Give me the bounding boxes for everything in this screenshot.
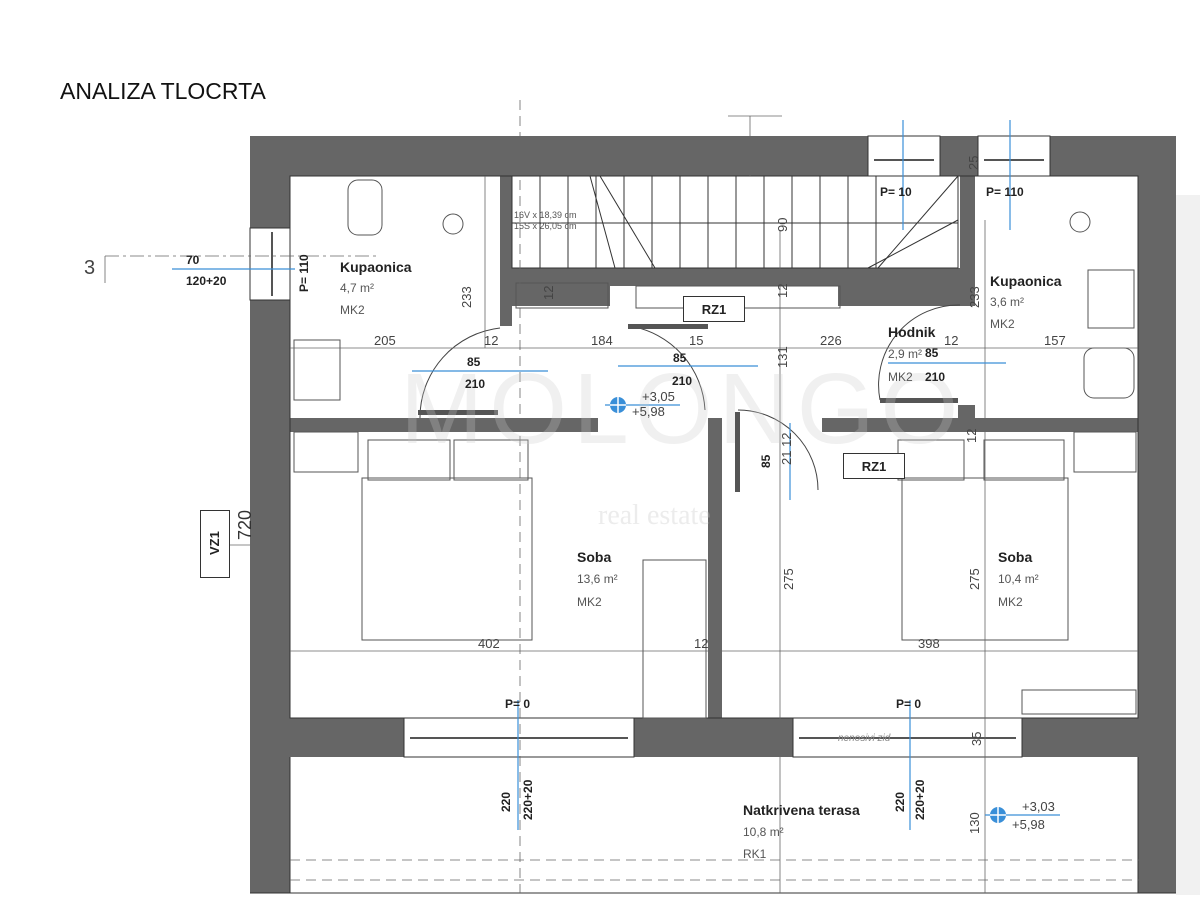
level-bottom: +5,98 bbox=[632, 404, 665, 419]
dimension: 12 bbox=[694, 636, 709, 651]
door-height: 210 bbox=[925, 370, 946, 384]
room-code: MK2 bbox=[577, 595, 602, 609]
dimension: 233 bbox=[459, 286, 474, 308]
level-bottom: +5,98 bbox=[1012, 817, 1045, 832]
dimension: 130 bbox=[967, 812, 982, 834]
door-width: 85 bbox=[759, 454, 773, 468]
vz1-label: VZ1 bbox=[207, 531, 222, 555]
page-title: ANALIZA TLOCRTA bbox=[60, 78, 266, 104]
window-height: 220+20 bbox=[913, 779, 927, 820]
dimension: 90 bbox=[775, 217, 790, 232]
dimension: 184 bbox=[591, 333, 613, 348]
window-sill: P= 0 bbox=[505, 697, 531, 711]
room-area: 3,6 m² bbox=[990, 295, 1025, 309]
room-code: MK2 bbox=[998, 595, 1023, 609]
room-area: 13,6 m² bbox=[577, 572, 618, 586]
room-code: MK2 bbox=[888, 370, 913, 384]
door-width: 85 bbox=[925, 346, 939, 360]
dimension: 21 12 bbox=[779, 432, 794, 465]
dimension: 226 bbox=[820, 333, 842, 348]
window-width: 220 bbox=[499, 791, 513, 812]
level-top: +3,05 bbox=[642, 389, 675, 404]
dimension: 205 bbox=[374, 333, 396, 348]
window-height: 120+20 bbox=[186, 274, 227, 288]
dimension: 402 bbox=[478, 636, 500, 651]
window-sill: P= 0 bbox=[896, 697, 922, 711]
door-swings bbox=[419, 304, 961, 491]
dimension: 15 bbox=[689, 333, 704, 348]
dimension: 25 bbox=[966, 155, 981, 170]
stair-risers: 16V x 18,39 cm bbox=[514, 210, 577, 220]
door-width: 85 bbox=[673, 351, 687, 365]
room-area: 2,9 m² bbox=[888, 347, 923, 361]
dimension: 12 bbox=[541, 285, 556, 300]
window-width: 220 bbox=[893, 791, 907, 812]
watermark-logo: MOLONGO bbox=[400, 353, 965, 465]
staircase bbox=[511, 175, 959, 269]
wall-note: nenosivi zid bbox=[838, 733, 891, 744]
rz1-label: RZ1 bbox=[843, 453, 905, 479]
window-sill: P= 10 bbox=[880, 185, 912, 199]
window-sill: P= 110 bbox=[297, 254, 311, 292]
dimension: 12 bbox=[944, 333, 959, 348]
level-top: +3,03 bbox=[1022, 799, 1055, 814]
room-area: 4,7 m² bbox=[340, 281, 375, 295]
dimension: 12 bbox=[484, 333, 499, 348]
room-code: MK2 bbox=[990, 317, 1015, 331]
vz1-box: VZ1 bbox=[200, 510, 230, 578]
dimension: 233 bbox=[967, 286, 982, 308]
dimension: 275 bbox=[781, 568, 796, 590]
door-height: 210 bbox=[672, 374, 693, 388]
rz1-label: RZ1 bbox=[683, 296, 745, 322]
room-area: 10,4 m² bbox=[998, 572, 1039, 586]
level-marker-icon bbox=[610, 397, 1006, 823]
room-code: RK1 bbox=[743, 847, 767, 861]
door-width: 85 bbox=[467, 355, 481, 369]
room-name: Hodnik bbox=[888, 324, 936, 340]
room-name: Kupaonica bbox=[340, 259, 412, 275]
room-area: 10,8 m² bbox=[743, 825, 784, 839]
room-name: Natkrivena terasa bbox=[743, 802, 860, 818]
dimension: 157 bbox=[1044, 333, 1066, 348]
room-code: MK2 bbox=[340, 303, 365, 317]
walls bbox=[250, 136, 1176, 893]
dimension: 131 bbox=[775, 346, 790, 368]
window-sill: P= 110 bbox=[986, 185, 1024, 199]
section-marker: 3 bbox=[84, 257, 96, 279]
dimension: 35 bbox=[969, 731, 984, 746]
dimension: 12 bbox=[964, 428, 979, 443]
exterior-hatch bbox=[1176, 195, 1200, 895]
dimension: 12 bbox=[775, 283, 790, 298]
dimension: 275 bbox=[967, 568, 982, 590]
dimension-total: 720 bbox=[235, 509, 255, 540]
room-name: Kupaonica bbox=[990, 273, 1062, 289]
window-height: 220+20 bbox=[521, 779, 535, 820]
door-height: 210 bbox=[465, 377, 486, 391]
stair-treads: 15S x 26,05 cm bbox=[514, 221, 577, 231]
window-width: 70 bbox=[186, 253, 200, 267]
room-name: Soba bbox=[577, 549, 612, 565]
watermark-tagline: real estate bbox=[598, 500, 711, 531]
dimension: 398 bbox=[918, 636, 940, 651]
room-name: Soba bbox=[998, 549, 1033, 565]
